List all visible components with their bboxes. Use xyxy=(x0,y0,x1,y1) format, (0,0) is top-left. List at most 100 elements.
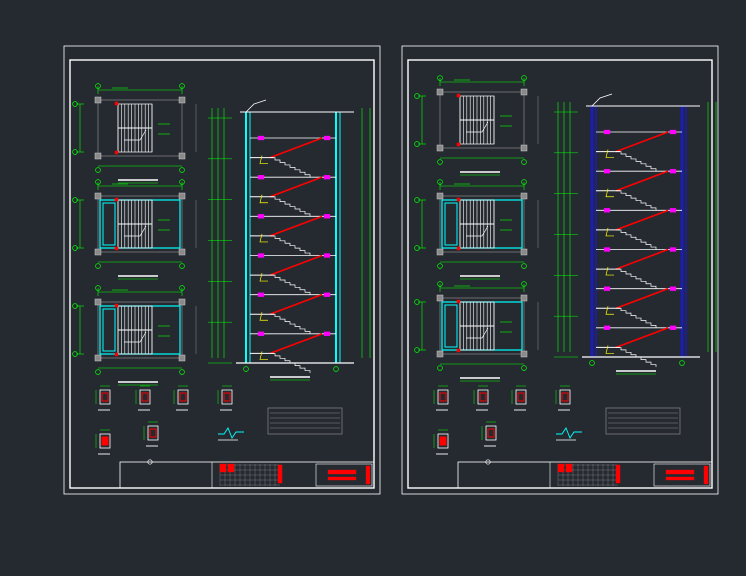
slab-node xyxy=(323,331,331,336)
column-marker xyxy=(94,192,102,200)
stair-flight-view xyxy=(616,190,657,211)
stair-break-icon xyxy=(556,427,582,441)
detail-outline xyxy=(437,389,449,405)
stair-plan-top xyxy=(72,83,197,184)
roof-parapet xyxy=(245,99,267,113)
detail-section xyxy=(143,421,159,447)
axis-bubble-icon xyxy=(521,281,527,287)
axis-bubble-icon xyxy=(179,263,185,269)
detail-section xyxy=(555,385,571,411)
stair-run-outline xyxy=(117,305,153,355)
handrail-detail xyxy=(259,194,268,204)
slab-node xyxy=(669,325,677,330)
detail-rebar xyxy=(101,436,109,446)
plan-wall-outline xyxy=(97,99,183,157)
handrail-detail xyxy=(259,351,268,360)
stair-run-outline xyxy=(117,199,153,249)
stair-plan-middle xyxy=(72,179,197,280)
stair-flight-cut xyxy=(615,327,669,349)
section-mark xyxy=(456,299,461,304)
drawing-sheet-right xyxy=(401,45,719,495)
slab-node xyxy=(669,247,677,252)
detail-rebar xyxy=(517,392,525,402)
detail-outline xyxy=(99,389,111,405)
detail-rebar xyxy=(141,392,149,402)
sheet-inner-frame xyxy=(407,59,713,489)
detail-outline xyxy=(477,389,489,405)
handrail-detail xyxy=(259,312,268,321)
column-marker xyxy=(178,96,186,104)
slab-node xyxy=(603,286,611,291)
detail-rebar xyxy=(487,428,495,438)
axis-bubble-icon xyxy=(95,285,101,291)
column-marker xyxy=(520,294,528,302)
axis-bubble-icon xyxy=(95,167,101,173)
notes-table xyxy=(267,407,343,435)
title-stamp xyxy=(227,463,235,473)
axis-bubble-icon xyxy=(72,149,78,155)
north-arrow-icon xyxy=(485,459,491,465)
slab-node xyxy=(603,129,611,135)
stair-section xyxy=(208,99,371,381)
stair-flight-cut xyxy=(269,293,323,315)
roof-parapet xyxy=(591,93,613,107)
title-block-frame xyxy=(457,461,713,489)
handrail-detail xyxy=(259,272,268,282)
axis-bubble-icon xyxy=(72,245,78,251)
stair-break-icon xyxy=(218,427,244,441)
section-mark xyxy=(456,348,461,353)
section-mark xyxy=(114,303,119,308)
axis-bubble-icon xyxy=(333,366,339,372)
stair-direction-arrow xyxy=(466,121,489,133)
axis-bubble-icon xyxy=(414,197,420,203)
stair-section xyxy=(554,93,717,375)
stair-flight-view xyxy=(270,274,311,295)
axis-bubble-icon xyxy=(179,369,185,375)
slab-node xyxy=(669,169,677,174)
section-mark xyxy=(114,197,119,202)
title-name-bar xyxy=(665,476,695,481)
section-mark xyxy=(114,150,119,155)
axis-bubble-icon xyxy=(95,83,101,89)
title-stamp xyxy=(365,465,371,485)
column-marker xyxy=(520,88,528,96)
slab-node xyxy=(257,292,265,297)
stair-plan-top xyxy=(414,75,539,176)
stair-flight-cut xyxy=(615,209,669,231)
north-arrow-icon xyxy=(147,459,153,465)
axis-bubble-icon xyxy=(95,369,101,375)
section-mark xyxy=(456,197,461,202)
slab-node xyxy=(603,247,611,252)
column-marker xyxy=(520,144,528,152)
stair-flight-cut xyxy=(615,131,669,153)
stair-run-outline xyxy=(117,103,153,153)
notes-table-group xyxy=(605,407,681,435)
detail-rebar xyxy=(439,436,447,446)
sheet-outer-frame xyxy=(63,45,381,495)
stair-direction-arrow xyxy=(124,331,147,343)
detail-rebar xyxy=(439,392,447,402)
stair-flight-cut xyxy=(615,248,669,270)
detail-section xyxy=(135,385,151,411)
detail-outline xyxy=(99,433,111,449)
title-stamp xyxy=(219,463,227,473)
stair-flight-view xyxy=(616,229,657,250)
stair-flight-view xyxy=(616,307,657,328)
axis-bubble-icon xyxy=(437,281,443,287)
stair-flight-view xyxy=(270,157,311,178)
notes-table xyxy=(605,407,681,435)
axis-bubble-icon xyxy=(72,197,78,203)
stair-flight-cut xyxy=(269,333,323,355)
column-marker xyxy=(520,248,528,256)
title-stamp xyxy=(277,464,283,484)
detail-section xyxy=(511,385,527,411)
slab-node xyxy=(323,253,331,258)
column-marker xyxy=(94,96,102,104)
stair-break-line xyxy=(556,427,582,439)
column-marker xyxy=(520,192,528,200)
stair-flight-cut xyxy=(615,287,669,309)
column-marker xyxy=(178,192,186,200)
detail-section xyxy=(217,385,233,411)
